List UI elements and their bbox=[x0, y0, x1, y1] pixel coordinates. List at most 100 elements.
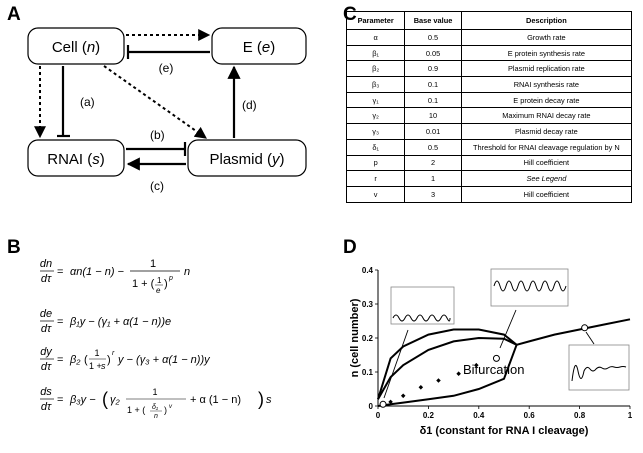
equation-dy: dy dτ = β₂ ( 1 1 + s ) r y − (γ₃ + α(1 −… bbox=[40, 346, 211, 373]
desc-cell: Hill coefficient bbox=[460, 185, 633, 203]
base-cell: 0.5 bbox=[404, 138, 462, 156]
svg-text:de: de bbox=[40, 308, 52, 320]
svg-text:n: n bbox=[154, 413, 158, 420]
base-cell: 0.05 bbox=[404, 44, 462, 62]
desc-cell: Maximum RNAI decay rate bbox=[460, 107, 633, 125]
svg-text:αn(1 − n) −: αn(1 − n) − bbox=[70, 266, 125, 278]
param-cell: v bbox=[345, 185, 406, 203]
edge-label-d: (d) bbox=[242, 98, 257, 112]
svg-text:γ₂: γ₂ bbox=[110, 394, 121, 406]
svg-text:dn: dn bbox=[40, 258, 52, 270]
unstable-point bbox=[474, 362, 479, 368]
svg-text:dτ: dτ bbox=[41, 361, 52, 373]
cell-node-label: Cell (n) bbox=[52, 39, 100, 56]
svg-text:ds: ds bbox=[40, 386, 52, 398]
svg-text:s: s bbox=[101, 361, 106, 371]
param-cell: p bbox=[345, 154, 406, 172]
svg-text:(: ( bbox=[84, 354, 88, 366]
svg-text:dτ: dτ bbox=[41, 273, 52, 285]
table-header-row: Parameter Base value Description bbox=[345, 11, 633, 30]
x-tick-label: 0.4 bbox=[473, 411, 485, 420]
svg-text:β₃y −: β₃y − bbox=[69, 394, 96, 406]
inset-oscillation-small bbox=[390, 286, 455, 325]
plasmid-node bbox=[187, 139, 307, 177]
base-cell: 2 bbox=[404, 154, 462, 172]
svg-text:δ₁: δ₁ bbox=[152, 404, 159, 411]
svg-text:=: = bbox=[57, 316, 63, 328]
svg-text:β₂: β₂ bbox=[69, 354, 81, 366]
marked-point bbox=[379, 400, 387, 408]
svg-text:dτ: dτ bbox=[41, 323, 52, 335]
base-cell: 0.01 bbox=[404, 123, 462, 140]
header-parameter: Parameter bbox=[345, 11, 406, 30]
bifurcation-annotation: Bifurcation bbox=[463, 362, 524, 377]
equation-ds: ds dτ = β₃y − ( γ₂ 1 1 + ( δ₁ n ) v + α … bbox=[40, 386, 272, 420]
svg-text:=: = bbox=[57, 394, 63, 406]
x-axis-label: δ1 (constant for RNA I cleavage) bbox=[420, 425, 589, 437]
svg-text:1 + (: 1 + ( bbox=[132, 278, 155, 290]
svg-text:1 + (: 1 + ( bbox=[127, 405, 145, 415]
unstable-point bbox=[400, 393, 406, 399]
x-tick-label: 1 bbox=[628, 411, 633, 420]
svg-text:y − (γ₃ + α(1 − n))y: y − (γ₃ + α(1 − n))y bbox=[117, 354, 211, 366]
param-cell: α bbox=[345, 29, 406, 46]
svg-text:=: = bbox=[57, 266, 63, 278]
param-cell: β₃ bbox=[345, 76, 406, 93]
base-cell: 0.9 bbox=[404, 60, 462, 78]
y-tick-label: 0.3 bbox=[362, 300, 374, 309]
y-tick-label: 0 bbox=[369, 402, 374, 411]
base-cell: 10 bbox=[404, 107, 462, 125]
desc-cell: E protein synthesis rate bbox=[460, 44, 633, 62]
param-cell: r bbox=[345, 170, 406, 187]
param-cell: β₂ bbox=[345, 60, 406, 78]
desc-cell: Plasmid replication rate bbox=[460, 60, 633, 78]
cell-node bbox=[27, 27, 125, 65]
svg-text:1: 1 bbox=[152, 387, 157, 397]
svg-text:r: r bbox=[112, 350, 115, 357]
svg-text:β₁y − (γ₁ + α(1 − n))e: β₁y − (γ₁ + α(1 − n))e bbox=[69, 316, 171, 328]
svg-text:1: 1 bbox=[157, 276, 162, 285]
edge-label-c: (c) bbox=[150, 179, 164, 193]
edge-label-a: (a) bbox=[80, 95, 95, 109]
x-tick-label: 0.6 bbox=[524, 411, 536, 420]
panel-label-b: B bbox=[7, 237, 21, 258]
x-tick-label: 0 bbox=[376, 411, 381, 420]
y-tick-label: 0.1 bbox=[362, 368, 374, 377]
arrow-to-inset-damped bbox=[585, 331, 595, 345]
base-cell: 3 bbox=[404, 185, 462, 203]
base-cell: 1 bbox=[404, 170, 462, 187]
y-axis-label: n (cell number) bbox=[349, 298, 361, 377]
svg-text:=: = bbox=[57, 354, 63, 366]
panel-label-d: D bbox=[343, 237, 357, 258]
svg-text:1 +: 1 + bbox=[89, 361, 102, 371]
svg-text:): ) bbox=[164, 278, 168, 290]
edge-label-e: (e) bbox=[159, 61, 174, 75]
svg-text:dy: dy bbox=[40, 346, 53, 358]
edge-cell-to-plasmid bbox=[103, 65, 207, 139]
desc-cell: Plasmid decay rate bbox=[460, 123, 633, 140]
unstable-point bbox=[436, 378, 441, 383]
param-cell: γ₃ bbox=[345, 123, 406, 140]
unstable-point bbox=[418, 385, 424, 390]
inset-damped-oscillation bbox=[568, 344, 630, 391]
arrow-to-inset-small bbox=[383, 329, 409, 399]
x-tick-label: 0.8 bbox=[574, 411, 586, 420]
panel-label-a: A bbox=[7, 4, 21, 25]
unstable-point bbox=[456, 371, 461, 376]
y-tick-label: 0.2 bbox=[362, 334, 374, 343]
desc-cell: Growth rate bbox=[460, 29, 633, 46]
equation-de: de dτ = β₁y − (γ₁ + α(1 − n))e bbox=[40, 308, 171, 335]
svg-text:1: 1 bbox=[94, 348, 99, 358]
svg-text:e: e bbox=[156, 286, 161, 295]
svg-text:(: ( bbox=[102, 389, 108, 409]
e-node bbox=[211, 27, 307, 65]
